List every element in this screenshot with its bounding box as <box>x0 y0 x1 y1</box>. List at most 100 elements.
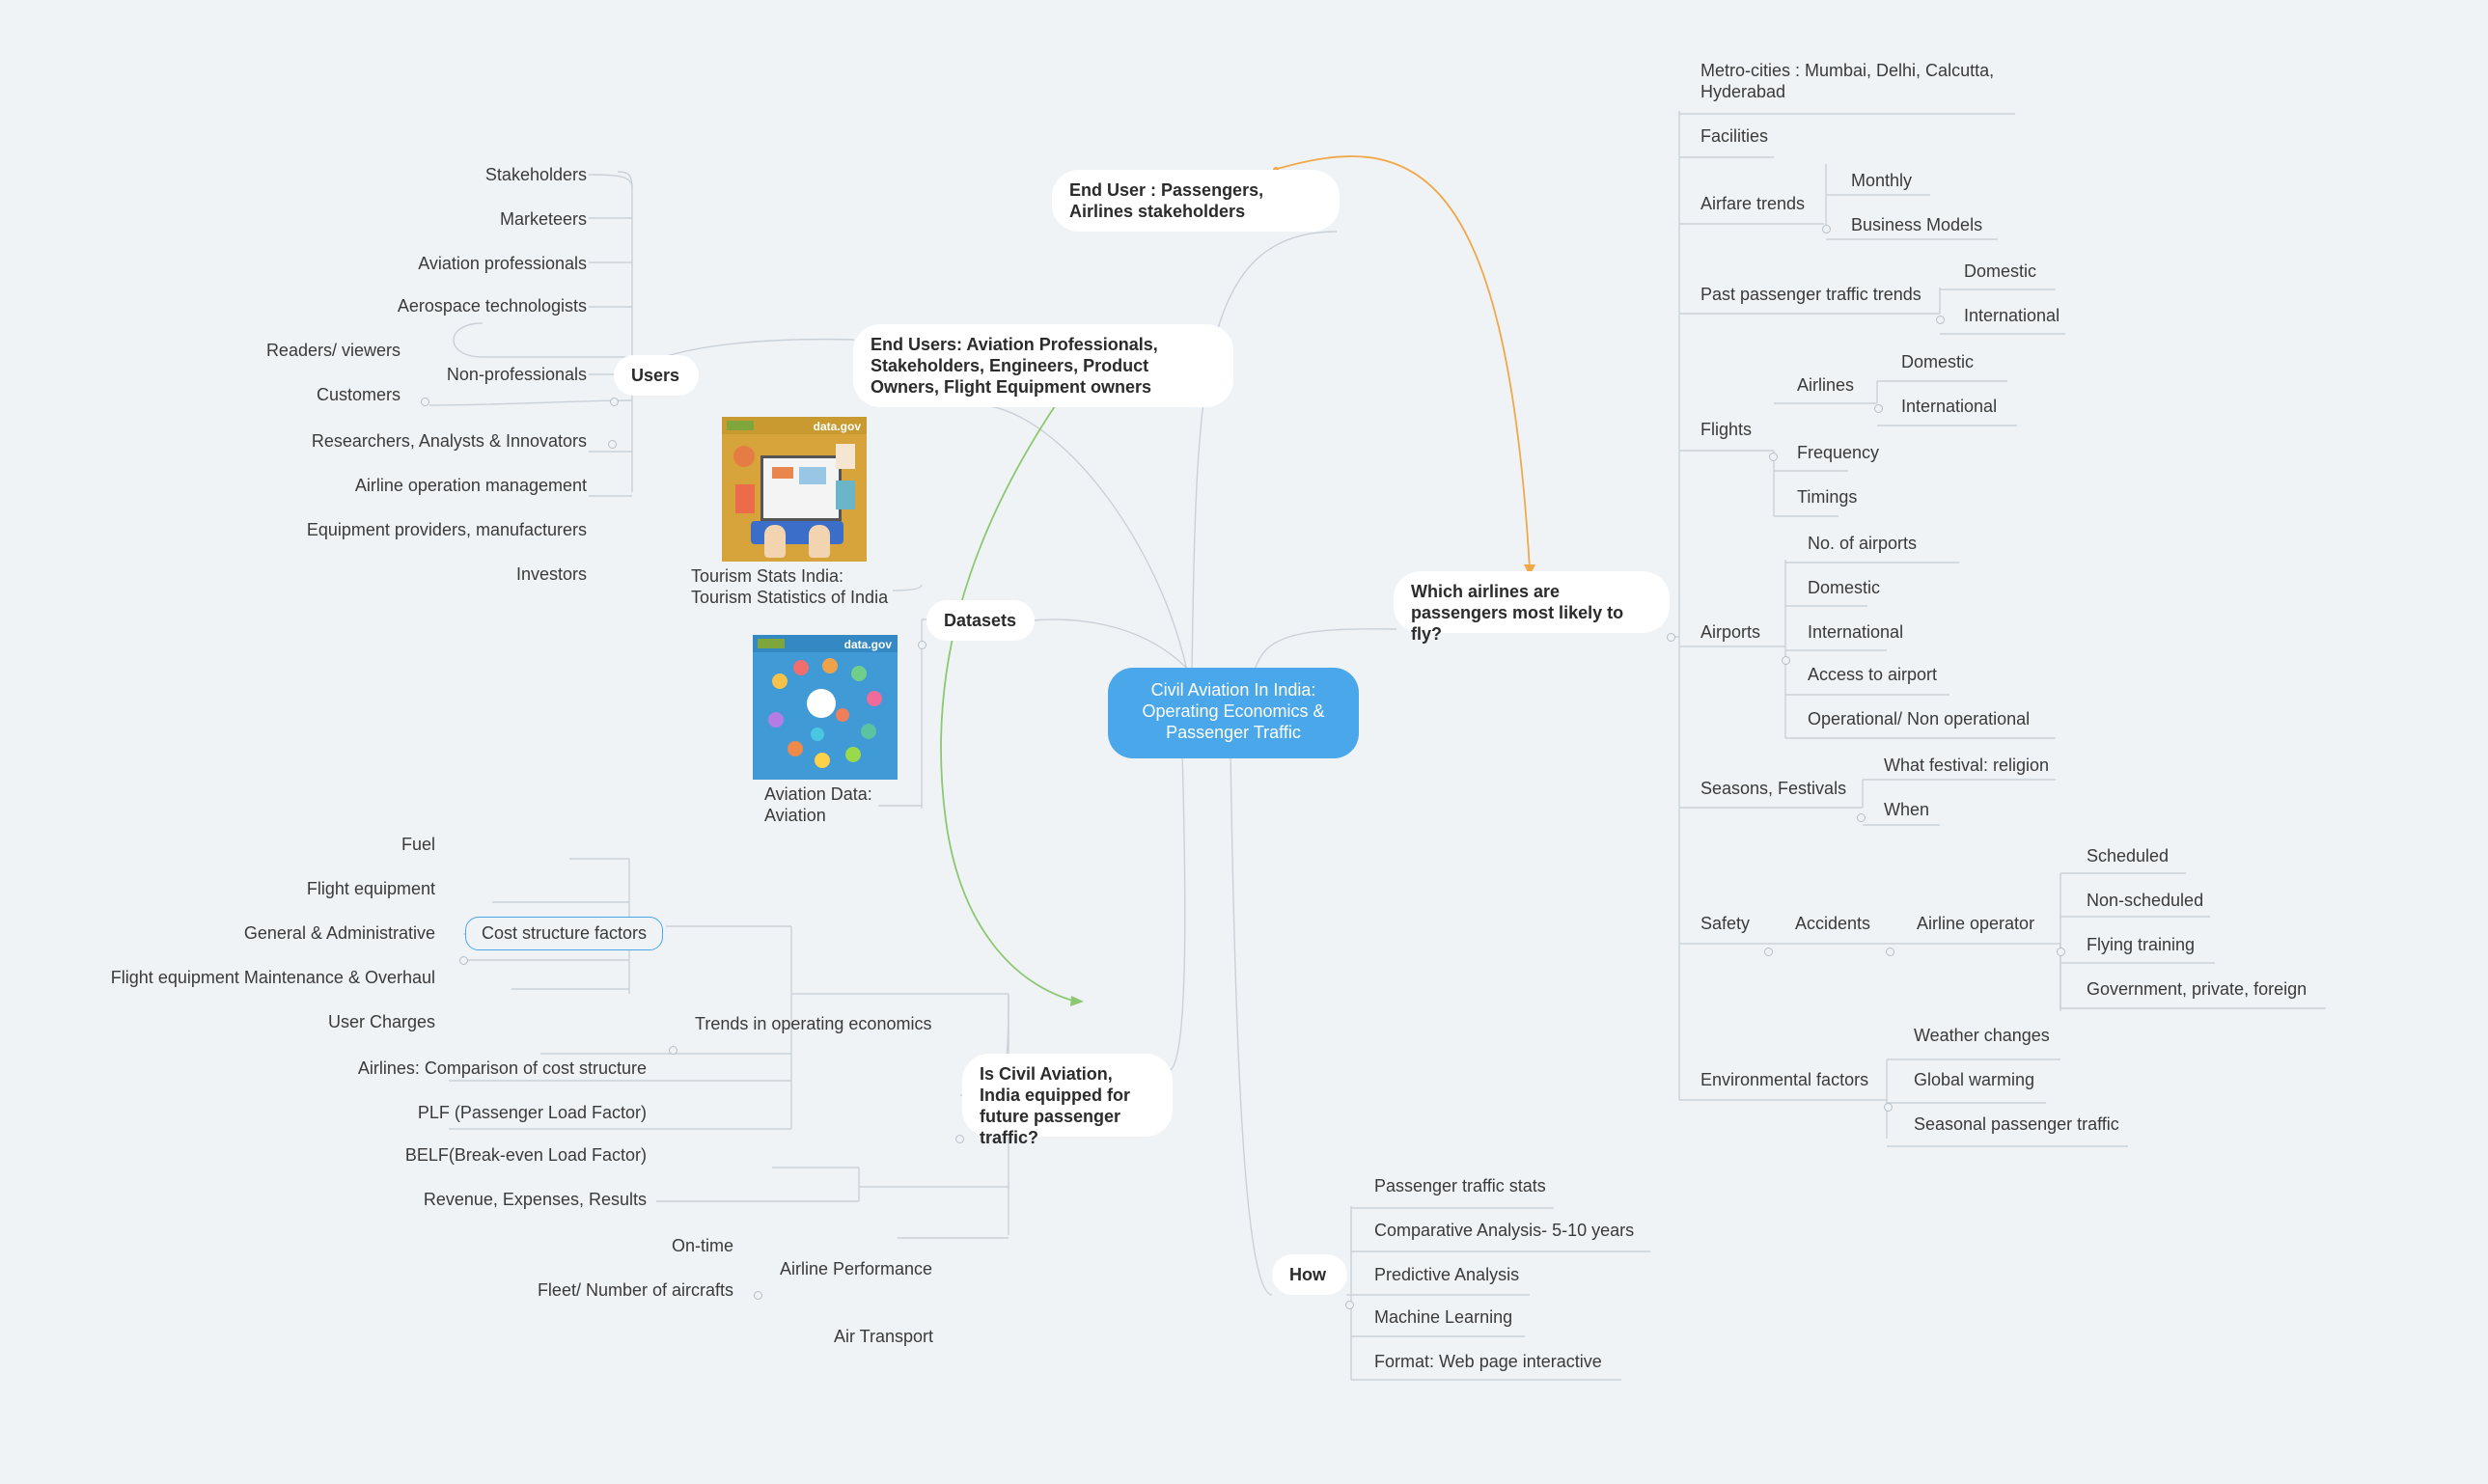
users-item[interactable]: Equipment providers, manufacturers <box>306 520 587 539</box>
collapse-dot[interactable] <box>955 1135 964 1143</box>
airlines-node[interactable]: Airlines <box>1797 375 1855 395</box>
environment-item[interactable]: Weather changes <box>1914 1026 2050 1045</box>
how-item[interactable]: Passenger traffic stats <box>1374 1176 1546 1195</box>
airports-item[interactable]: Access to airport <box>1808 665 1938 684</box>
users-item[interactable]: Stakeholders <box>484 165 587 184</box>
topic-end-users-professionals[interactable]: End Users: Aviation Professionals, Stake… <box>853 324 1233 407</box>
collapse-dot[interactable] <box>1857 813 1866 822</box>
cost-item[interactable]: Fuel <box>401 835 435 854</box>
collapse-dot[interactable] <box>754 1291 762 1300</box>
environmental-node[interactable]: Environmental factors <box>1700 1070 1869 1089</box>
cost-item[interactable]: User Charges <box>327 1012 435 1031</box>
airports-item[interactable]: No. of airports <box>1808 534 1918 553</box>
tourism-dataset-label[interactable]: Tourism Stats India: Tourism Statistics … <box>691 566 889 607</box>
how-item[interactable]: Format: Web page interactive <box>1374 1352 1602 1371</box>
airline-operator-node[interactable]: Airline operator <box>1917 914 2035 933</box>
how-item[interactable]: Predictive Analysis <box>1374 1265 1520 1284</box>
operator-item[interactable]: Flying training <box>2087 935 2196 954</box>
safety-node[interactable]: Safety <box>1700 914 1751 933</box>
users-item[interactable]: Researchers, Analysts & Innovators <box>311 431 587 451</box>
operator-item[interactable]: Non-scheduled <box>2087 891 2204 910</box>
cost-structure-node[interactable]: Cost structure factors <box>465 917 664 950</box>
trends-node[interactable]: Trends in operating economics <box>695 1014 932 1033</box>
flights-node[interactable]: Flights <box>1700 420 1753 439</box>
airfare-item[interactable]: Business Models <box>1851 215 1983 234</box>
performance-item[interactable]: Fleet/ Number of aircrafts <box>537 1280 733 1300</box>
topic-is-equipped[interactable]: Is Civil Aviation, India equipped for fu… <box>962 1054 1173 1147</box>
topic-datasets[interactable]: Datasets <box>926 600 1035 641</box>
accidents-node[interactable]: Accidents <box>1795 914 1871 933</box>
users-item[interactable]: Marketeers <box>499 209 587 229</box>
users-item[interactable]: Airline operation management <box>354 476 587 495</box>
users-item[interactable]: Aerospace technologists <box>397 296 587 316</box>
users-item[interactable]: Aviation professionals <box>418 254 587 273</box>
seasons-node[interactable]: Seasons, Festivals <box>1700 779 1847 798</box>
airports-node[interactable]: Airports <box>1700 622 1761 642</box>
tourism-dataset-thumbnail[interactable]: data.gov <box>722 417 867 562</box>
airfare-node[interactable]: Airfare trends <box>1700 194 1806 213</box>
past-item[interactable]: Domestic <box>1964 261 2037 281</box>
performance-node[interactable]: Airline Performance <box>780 1259 933 1278</box>
users-node[interactable]: Users <box>614 355 699 396</box>
how-item[interactable]: Comparative Analysis- 5-10 years <box>1374 1221 1635 1240</box>
cost-item[interactable]: General & Administrative <box>243 923 435 943</box>
seasons-item[interactable]: When <box>1884 800 1930 819</box>
trend-item[interactable]: PLF (Passenger Load Factor) <box>417 1103 647 1122</box>
topic-label: Which airlines are passengers most likel… <box>1411 582 1624 644</box>
users-item[interactable]: Readers/ viewers <box>265 341 401 360</box>
collapse-dot[interactable] <box>1822 225 1831 234</box>
collapse-dot[interactable] <box>918 641 926 649</box>
cost-item[interactable]: Flight equipment <box>306 879 435 898</box>
environment-item[interactable]: Seasonal passenger traffic <box>1914 1114 2119 1134</box>
airports-item[interactable]: Domestic <box>1808 578 1881 597</box>
collapse-dot[interactable] <box>1874 404 1883 413</box>
collapse-dot[interactable] <box>459 956 468 965</box>
aviation-dataset-thumbnail[interactable]: data.gov <box>753 635 898 780</box>
collapse-dot[interactable] <box>1782 656 1790 665</box>
users-item[interactable]: Customers <box>316 385 401 404</box>
seasons-item[interactable]: What festival: religion <box>1884 756 2050 775</box>
users-item[interactable]: Investors <box>515 564 587 584</box>
performance-item[interactable]: On-time <box>671 1236 733 1255</box>
how-item[interactable]: Machine Learning <box>1374 1307 1513 1327</box>
central-topic[interactable]: Civil Aviation In India: Operating Econo… <box>1108 668 1359 758</box>
collapse-dot[interactable] <box>1345 1301 1354 1309</box>
collapse-dot[interactable] <box>610 398 619 406</box>
trend-item[interactable]: Revenue, Expenses, Results <box>423 1190 647 1209</box>
frequency-node[interactable]: Frequency <box>1797 443 1880 462</box>
collapse-dot[interactable] <box>1667 633 1675 642</box>
air-transport-node[interactable]: Air Transport <box>834 1327 934 1346</box>
collapse-dot[interactable] <box>2057 948 2065 956</box>
collapse-dot[interactable] <box>1884 1103 1893 1112</box>
collapse-dot[interactable] <box>608 440 617 449</box>
collapse-dot[interactable] <box>1764 948 1773 956</box>
topic-which-airlines[interactable]: Which airlines are passengers most likel… <box>1394 571 1670 644</box>
trend-item[interactable]: BELF(Break-even Load Factor) <box>404 1145 647 1165</box>
users-item[interactable]: Non-professionals <box>446 365 587 384</box>
airports-item[interactable]: Operational/ Non operational <box>1808 709 2031 728</box>
metro-cities-node[interactable]: Metro-cities : Mumbai, Delhi, Calcutta, … <box>1700 61 1995 101</box>
airlines-item[interactable]: Domestic <box>1901 352 1975 371</box>
data-gov-logo: data.gov <box>813 420 861 433</box>
facilities-node[interactable]: Facilities <box>1700 126 1769 146</box>
airports-item[interactable]: International <box>1808 622 1904 642</box>
collapse-dot[interactable] <box>1769 453 1778 461</box>
operator-item[interactable]: Scheduled <box>2087 846 2170 866</box>
past-traffic-node[interactable]: Past passenger traffic trends <box>1700 285 1921 304</box>
topic-how[interactable]: How <box>1272 1254 1347 1295</box>
collapse-dot[interactable] <box>669 1046 677 1055</box>
aviation-dataset-label[interactable]: Aviation Data: Aviation <box>764 784 872 825</box>
operator-item[interactable]: Government, private, foreign <box>2087 979 2308 999</box>
collapse-dot[interactable] <box>421 398 429 406</box>
past-item[interactable]: International <box>1964 306 2060 325</box>
trend-item[interactable]: Airlines: Comparison of cost structure <box>357 1058 647 1078</box>
timings-node[interactable]: Timings <box>1797 487 1858 507</box>
airfare-item[interactable]: Monthly <box>1851 171 1913 190</box>
airlines-item[interactable]: International <box>1901 397 1998 416</box>
collapse-dot[interactable] <box>1936 316 1945 324</box>
collapse-dot[interactable] <box>1886 948 1894 956</box>
topic-end-user-passengers[interactable]: End User : Passengers, Airlines stakehol… <box>1052 170 1340 232</box>
cost-item[interactable]: Flight equipment Maintenance & Overhaul <box>110 968 435 987</box>
topic-label: How <box>1289 1265 1326 1284</box>
environment-item[interactable]: Global warming <box>1914 1070 2035 1089</box>
